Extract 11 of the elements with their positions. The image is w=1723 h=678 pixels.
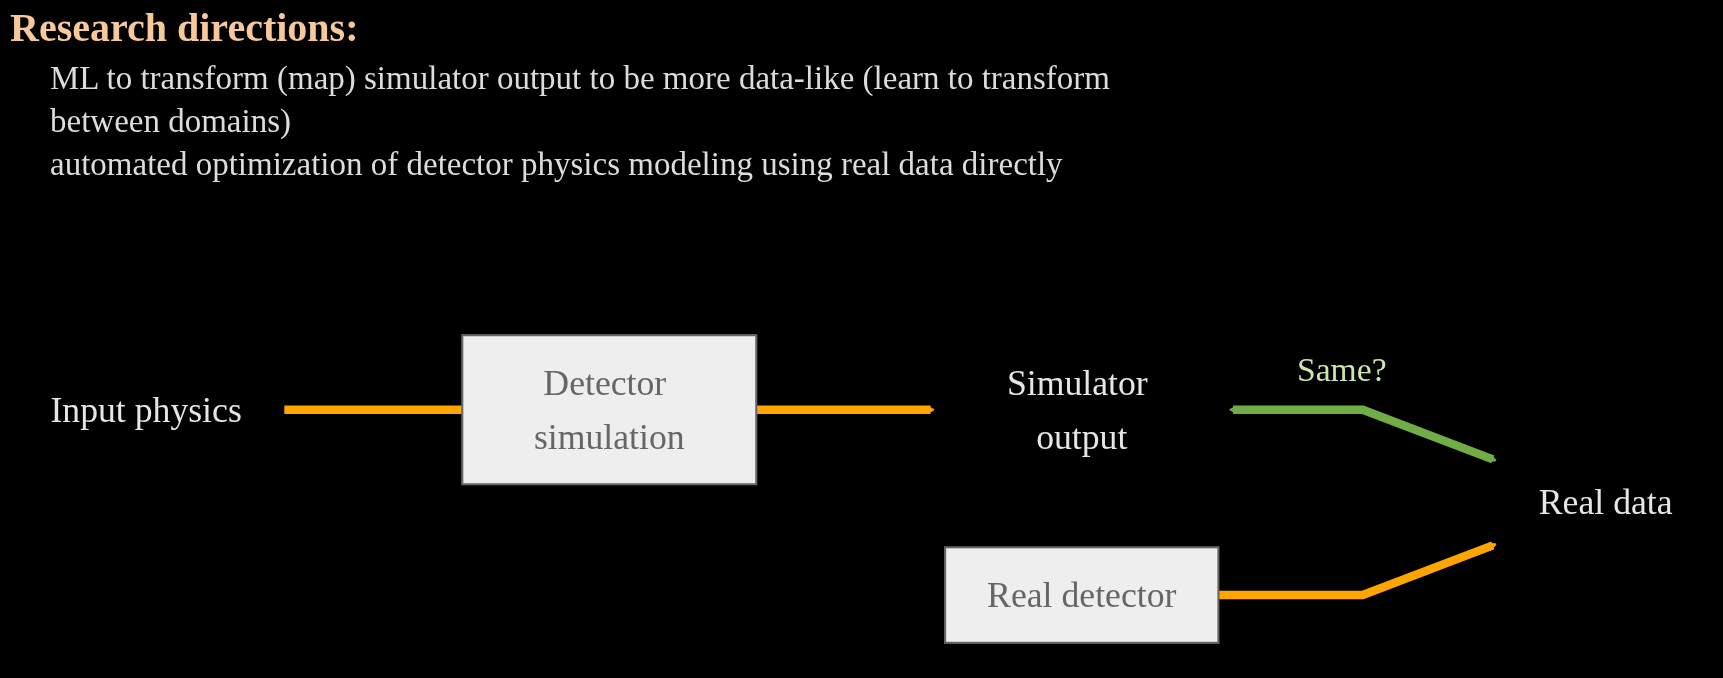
- edge-label: Same?: [1297, 350, 1387, 389]
- node-box: Detector simulation: [461, 334, 758, 486]
- node-text: Input physics: [50, 390, 242, 430]
- node-text: Simulator output: [1006, 363, 1148, 456]
- node-box: Real detector: [944, 546, 1220, 644]
- node-text: Real data: [1538, 482, 1673, 522]
- arrow: [1218, 541, 1498, 600]
- slide-title: Research directions:: [10, 4, 359, 51]
- bullet-text: automated optimization of detector physics modeling using real data directly: [50, 144, 1064, 184]
- bullet-text: ML to transform (map) simulator output to be more data-like (learn to transform between domains): [50, 59, 1111, 141]
- connector: [283, 405, 463, 414]
